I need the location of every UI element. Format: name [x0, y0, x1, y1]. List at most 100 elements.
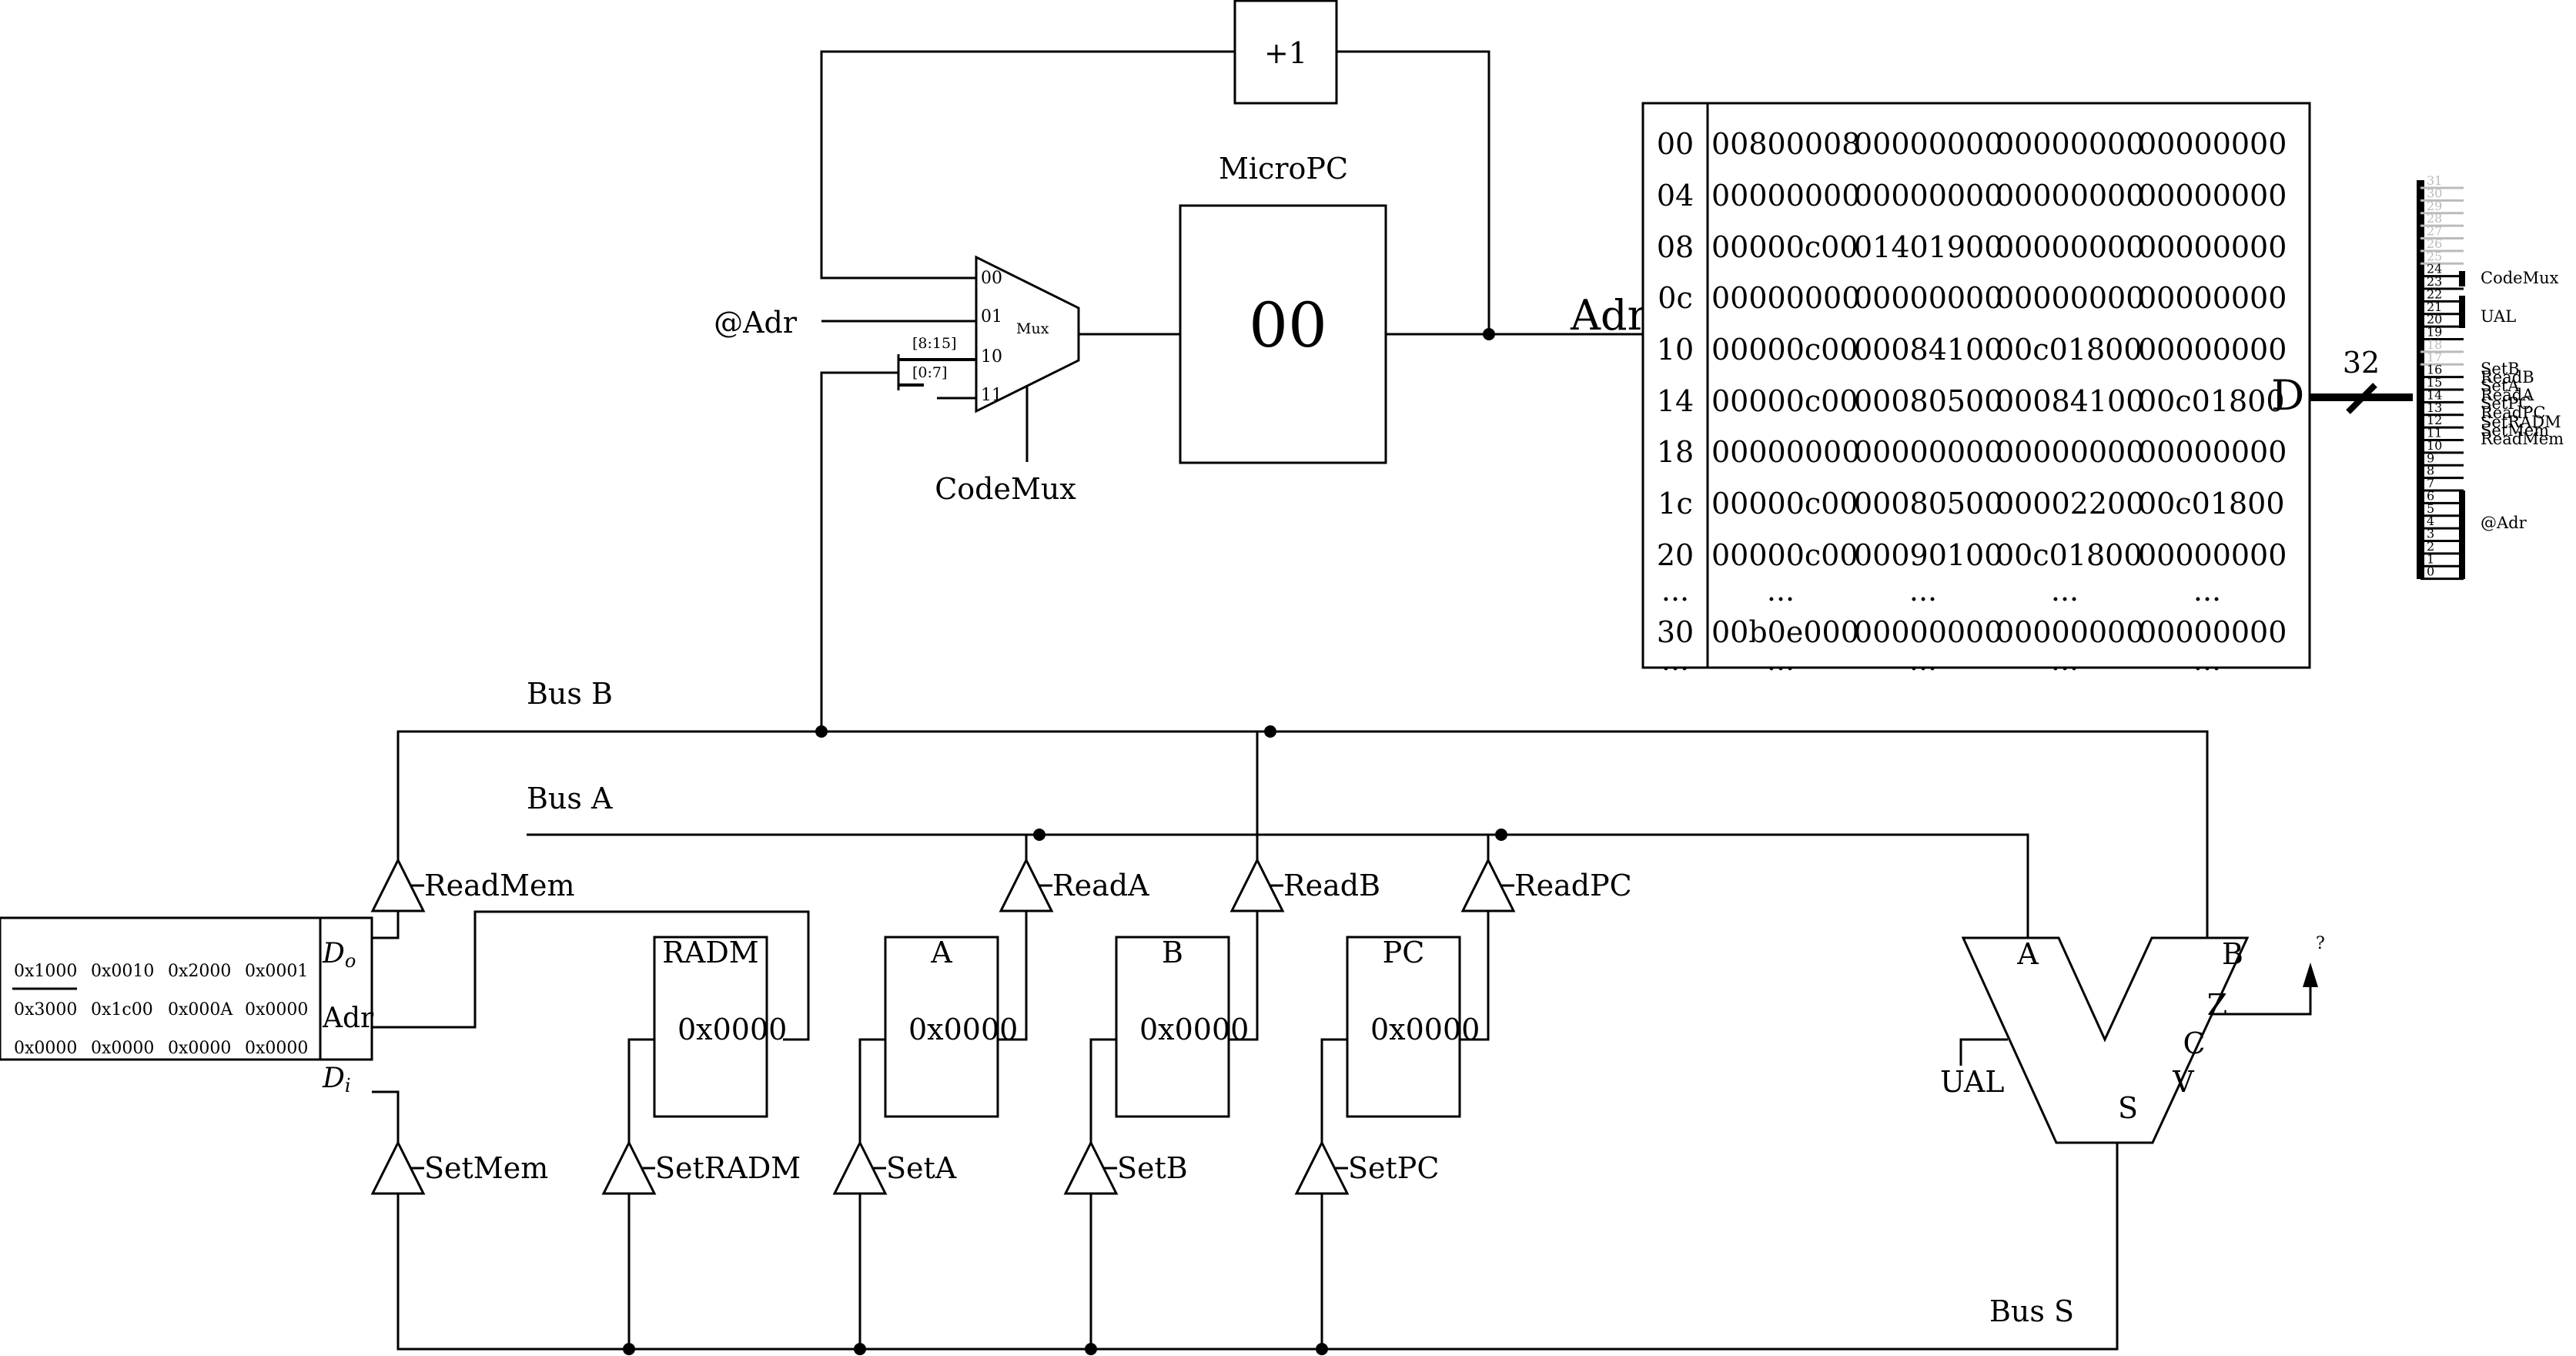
set-a-buffer[interactable]: SetA: [832, 1140, 957, 1195]
bus-a-wire: [527, 833, 2029, 939]
readmem-buffer[interactable]: ReadMem: [370, 857, 575, 912]
incrementer-label: +1: [1264, 36, 1307, 70]
rom-word: 00000000: [1996, 281, 2144, 315]
rom-word: 00000000: [2138, 615, 2287, 649]
register-name: PC: [1383, 936, 1425, 969]
read-a-buffer-label: ReadA: [1052, 869, 1149, 902]
set-pc-buffer[interactable]: SetPC: [1294, 1140, 1439, 1195]
port-adr-label: Adr: [322, 1003, 374, 1034]
bit-number: 13: [2427, 400, 2442, 415]
incrementer-block: +1: [1233, 0, 1338, 105]
rom-word: 00800008: [1711, 127, 1860, 161]
alu-output-s: S: [2118, 1091, 2138, 1125]
bit-number: 0: [2427, 564, 2434, 579]
rom-word: 00000000: [2138, 538, 2287, 572]
rom-row: ...............: [1661, 574, 2221, 608]
bit-number: 4: [2427, 514, 2434, 528]
rom-word: 00000000: [2138, 179, 2287, 213]
rom-word: 00000000: [2138, 435, 2287, 469]
set-radm-buffer[interactable]: SetRADM: [601, 1140, 801, 1195]
memory-cell: 0x0001: [245, 962, 308, 981]
mux-adr-label: @Adr: [714, 306, 798, 340]
bit-number: 12: [2427, 413, 2442, 427]
rom-word: ...: [2193, 574, 2221, 608]
read-b-buffer-label: ReadB: [1283, 869, 1380, 902]
junction-dot: [1033, 829, 1045, 841]
read-a-buffer[interactable]: ReadA: [999, 857, 1149, 912]
bit-number: 7: [2427, 476, 2434, 491]
rom-word: 00000000: [1854, 179, 2002, 213]
alu: A B S Z C V: [1961, 936, 2250, 1144]
alu-input-b: B: [2222, 937, 2243, 971]
bit-number: 10: [2427, 438, 2442, 453]
slice-hi-label: [8:15]: [912, 335, 957, 352]
flag-output-label: ?: [2316, 934, 2325, 953]
memory-cell: 0x0000: [168, 1039, 231, 1058]
rom-word: 00000000: [1711, 281, 1860, 315]
bus-width-label: 32: [2343, 346, 2380, 380]
bit-number: 23: [2427, 274, 2442, 289]
rom-word: 00000000: [1996, 230, 2144, 264]
alu-flag-c: C: [2183, 1026, 2205, 1060]
rom-word: ...: [2051, 643, 2079, 677]
set-b-buffer[interactable]: SetB: [1063, 1140, 1188, 1195]
memory-cell: 0x0000: [14, 1039, 77, 1058]
bit-number: 31: [2427, 173, 2442, 188]
rom-word: 00000000: [2138, 333, 2287, 367]
bus-b-label: Bus B: [527, 677, 613, 711]
bit-number: 9: [2427, 450, 2434, 465]
rom-word: 00000c00: [1711, 333, 1858, 367]
rom-word: ...: [1909, 643, 1937, 677]
bus-width-slash: [2346, 383, 2377, 414]
junction-dot: [1495, 829, 1507, 841]
rom-address: 30: [1657, 615, 1694, 649]
bitfield-label: UAL: [2481, 307, 2516, 326]
rom-word: 00080500: [1854, 384, 2002, 418]
rom-word: 00000c00: [1711, 384, 1858, 418]
rom-address: ...: [1661, 643, 1689, 677]
microinstruction-bitfield: 3130292827262524232221201918171615141312…: [2417, 173, 2564, 581]
read-pc-buffer[interactable]: ReadPC: [1460, 857, 1632, 912]
rom-word: 00002200: [1996, 487, 2144, 521]
set-radm-buffer-label: SetRADM: [655, 1151, 801, 1185]
rom-word: 00090100: [1854, 538, 2002, 572]
memory-cell: 0x0000: [245, 1000, 308, 1020]
memory-cell: 0x2000: [168, 962, 231, 981]
rom-address: 1c: [1658, 487, 1692, 521]
set-pc-buffer-label: SetPC: [1348, 1151, 1439, 1185]
bit-number: 3: [2427, 527, 2434, 541]
rom-address: 18: [1657, 435, 1694, 469]
bitfield-label: CodeMux: [2481, 269, 2559, 287]
rom-row: ...............: [1661, 643, 2221, 677]
bitfield-label: SetRADM: [2481, 413, 2561, 431]
bit-number: 1: [2427, 551, 2434, 566]
rom-word: ...: [2051, 574, 2079, 608]
bit-number: 2: [2427, 539, 2434, 554]
rom-address: 04: [1657, 179, 1694, 213]
rom-word: 00000000: [1711, 179, 1860, 213]
di-wire: [372, 1090, 400, 1143]
rom-address: 0c: [1658, 281, 1692, 315]
rom-word: 00000000: [2138, 281, 2287, 315]
register-name: A: [930, 936, 952, 969]
bitfield-label: ReadA: [2481, 386, 2534, 404]
rom-word: ...: [2193, 643, 2221, 677]
rom-word: ...: [1767, 643, 1795, 677]
memory-cell: 0x0010: [91, 962, 154, 981]
read-b-buffer[interactable]: ReadB: [1229, 857, 1380, 912]
port-di-label: Di: [322, 1063, 351, 1097]
bit-number: 21: [2427, 300, 2442, 314]
bit-number: 28: [2427, 211, 2442, 226]
bit-number: 30: [2427, 186, 2442, 200]
setmem-buffer[interactable]: SetMem: [370, 1140, 548, 1195]
alu-flag-z: Z: [2207, 988, 2227, 1022]
